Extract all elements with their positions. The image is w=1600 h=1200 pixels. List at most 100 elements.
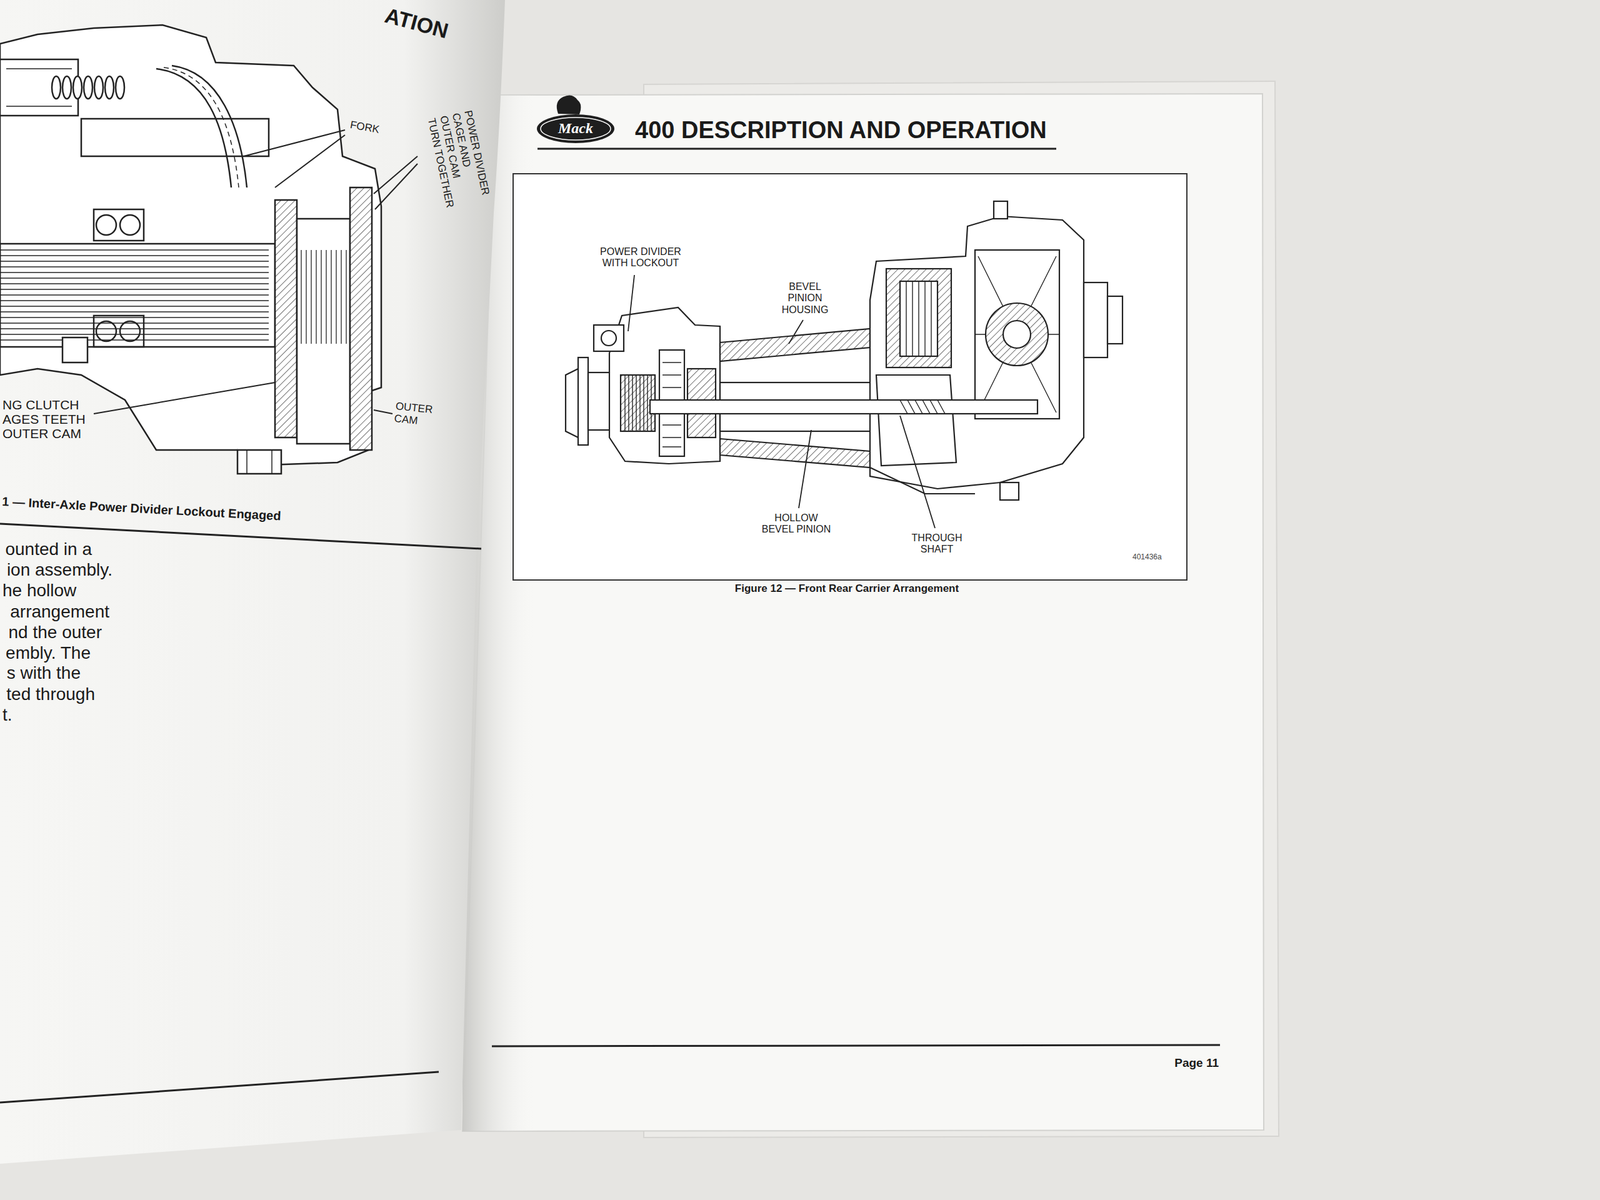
body-text: ion assembly. — [2, 559, 113, 581]
carrier-illustration — [625, 375, 652, 432]
brand-logo: Mack — [541, 119, 610, 138]
leader-line — [375, 163, 418, 210]
body-text: t. — [2, 704, 13, 726]
lockout-illustration — [275, 200, 297, 438]
lockout-illustration — [96, 215, 117, 235]
lockout-illustration — [94, 76, 104, 99]
lockout-illustration — [296, 218, 350, 444]
lockout-illustration — [171, 65, 247, 188]
lockout-illustration — [0, 243, 275, 347]
carrier-illustration — [993, 201, 1008, 219]
carrier-illustration — [565, 368, 579, 438]
carrier-illustration — [870, 216, 1084, 489]
rule-line — [537, 148, 1057, 150]
carrier-illustration — [900, 400, 945, 414]
carrier-illustration — [1107, 296, 1123, 344]
body-text: nd the outer — [2, 621, 102, 644]
leader-line — [798, 430, 812, 509]
brand-logo-badge — [536, 114, 615, 144]
leader-line — [93, 382, 275, 414]
leader-line — [275, 135, 345, 188]
part-label: POWER DIVIDER WITH LOCKOUT — [596, 246, 685, 270]
lockout-illustration — [246, 450, 272, 474]
lockout-illustration — [0, 25, 382, 474]
carrier-illustration — [886, 268, 952, 368]
leader-line — [373, 410, 393, 414]
carrier-illustration — [565, 201, 1123, 500]
leader-line — [628, 275, 935, 529]
lockout-illustration — [120, 215, 140, 235]
lockout-illustration — [0, 59, 79, 116]
part-label: FORK — [348, 118, 380, 137]
brand-logo-badge — [556, 95, 582, 115]
carrier-illustration — [601, 330, 617, 346]
carrier-illustration — [975, 250, 1060, 419]
left-page — [0, 0, 505, 1164]
body-text: ted through — [2, 683, 95, 705]
lockout-illustration — [156, 68, 232, 188]
lockout-illustration — [93, 315, 144, 347]
brand-logo-badge — [540, 117, 611, 140]
body-text: s with the — [2, 662, 81, 684]
carrier-illustration — [1003, 320, 1031, 349]
lockout-illustration — [0, 25, 382, 466]
leader-line — [788, 320, 804, 344]
part-label: NG CLUTCH AGES TEETH OUTER CAM — [2, 397, 92, 441]
lockout-illustration — [115, 76, 125, 99]
page-number: Page 11 — [1143, 1056, 1219, 1071]
rule-line — [0, 1071, 439, 1103]
body-text: embly. The — [2, 642, 91, 664]
right-page — [462, 93, 1264, 1132]
rule-line — [491, 1045, 1220, 1047]
lockout-illustration — [96, 321, 117, 342]
brand-logo-badge — [536, 95, 615, 144]
lockout-illustration — [93, 209, 144, 241]
carrier-illustration — [975, 256, 1060, 413]
page-title: 400 DESCRIPTION AND OPERATION — [635, 116, 1047, 145]
lockout-illustration — [0, 250, 269, 340]
carrier-illustration — [609, 307, 720, 464]
leader-line — [243, 130, 345, 157]
part-label: THROUGH SHAFT — [906, 532, 968, 556]
lockout-illustration — [237, 450, 282, 474]
right-page — [462, 93, 1264, 1132]
carrier-illustration — [650, 400, 1038, 414]
carrier-illustration — [906, 281, 932, 357]
carrier-illustration — [985, 303, 1049, 366]
lockout-illustration — [301, 250, 347, 344]
figure-id: 401436a — [1132, 552, 1162, 562]
body-text: he hollow — [2, 580, 77, 602]
part-label: POWER DIVIDER CAGE AND OUTER CAM TURN TO… — [425, 109, 494, 212]
part-label: BEVEL PINION HOUSING — [779, 281, 831, 316]
part-label: OUTER CAM — [393, 400, 438, 429]
lockout-illustration — [83, 76, 93, 99]
body-text: ounted in a — [2, 538, 92, 560]
figure-frame — [513, 173, 1187, 580]
part-label: HOLLOW BEVEL PINION — [758, 512, 835, 536]
lockout-illustration — [350, 187, 372, 450]
lockout-illustration — [73, 76, 82, 99]
figure-caption: 1 — Inter-Axle Power Divider Lockout Eng… — [1, 493, 282, 524]
lockout-illustration — [6, 68, 72, 107]
rule-line — [0, 523, 482, 1103]
carrier-illustration — [720, 438, 870, 468]
body-text: arrangement — [2, 601, 110, 623]
page-heading-fragment: ATION — [381, 2, 451, 44]
figure-caption: Figure 12 — Front Rear Carrier Arrangeme… — [650, 582, 1044, 595]
carrier-illustration — [593, 325, 624, 352]
rule-line — [491, 148, 1220, 1047]
figure-frame — [513, 173, 1187, 580]
carrier-illustration — [578, 357, 589, 445]
lockout-illustration — [105, 76, 114, 99]
left-page — [0, 0, 505, 1164]
lockout-illustration — [62, 76, 72, 99]
carrier-illustration — [900, 281, 938, 357]
leader-line — [93, 130, 418, 414]
lockout-illustration — [51, 76, 61, 99]
lockout-illustration — [163, 67, 239, 188]
carrier-illustration — [1000, 482, 1019, 500]
